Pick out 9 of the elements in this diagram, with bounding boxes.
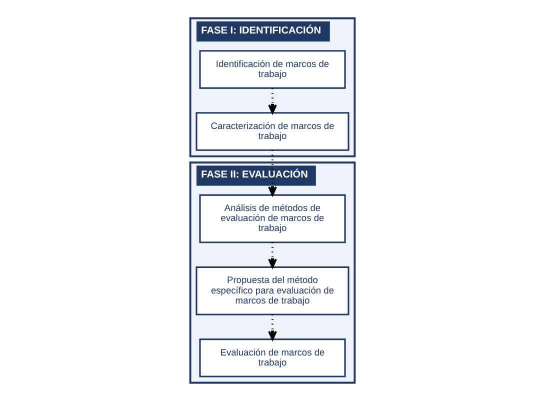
arrow xyxy=(268,88,277,114)
arrow xyxy=(268,242,277,268)
node-box: Análisis de métodos de evaluación de marcos de trabajo xyxy=(199,194,346,244)
node-box: Evaluación de marcos de trabajo xyxy=(199,338,346,378)
node-box: Caracterización de marcos de trabajo xyxy=(196,112,350,151)
arrow xyxy=(268,150,277,196)
arrow xyxy=(268,314,277,340)
node-box: Identificación de marcos de trabajo xyxy=(199,50,346,89)
node-box: Propuesta del método específico para evaluación de marcos de trabajo xyxy=(196,266,350,316)
